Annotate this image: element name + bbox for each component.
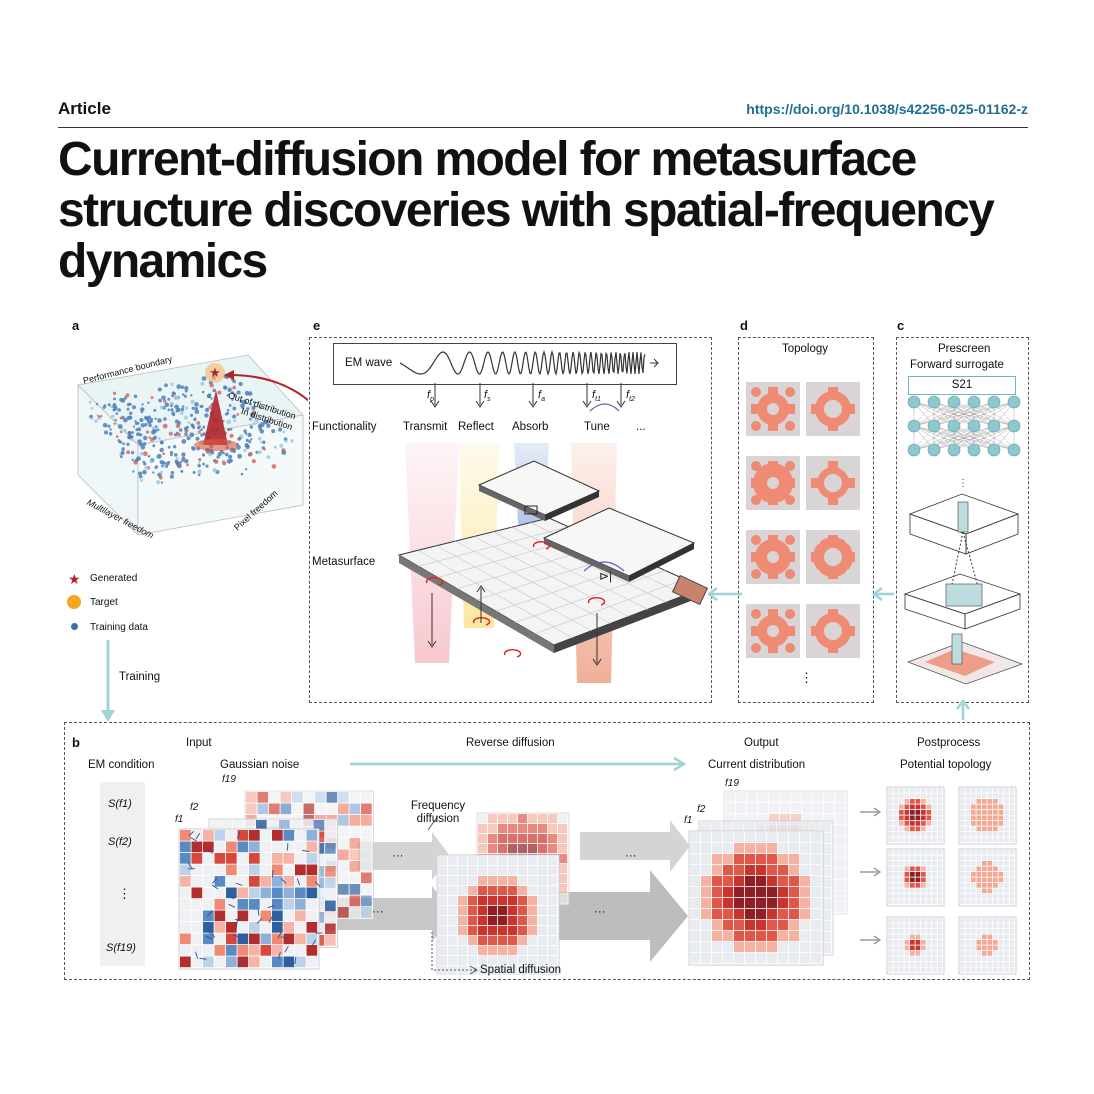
- spatial-diffusion-label: Spatial diffusion: [480, 964, 561, 976]
- functionality-label: Functionality: [312, 421, 377, 433]
- legend-training-data: Training data: [90, 622, 148, 633]
- dots-1: ···: [392, 850, 404, 862]
- metasurface-illustration: ⊳|: [397, 383, 709, 683]
- circle-icon: [67, 595, 81, 609]
- star-icon: ★: [68, 571, 81, 587]
- panel-a-letter: a: [72, 318, 80, 333]
- panel-c-letter: c: [897, 318, 905, 333]
- surrogate-network-diagram: ⋮: [903, 395, 1024, 685]
- em-condition-column: [100, 782, 145, 966]
- training-arrow: [101, 640, 115, 722]
- topology-tiles: [746, 382, 860, 658]
- condition-s-f19: S(f19): [106, 942, 136, 954]
- function-tune: Tune: [584, 421, 610, 433]
- svg-text:⋮: ⋮: [958, 478, 968, 489]
- f2-label: f2: [190, 802, 199, 813]
- paper-title: Current-diffusion model for metasurface …: [58, 133, 995, 288]
- em-wave-box: [333, 343, 677, 385]
- function-reflect: Reflect: [458, 421, 494, 433]
- reverse-diffusion-label: Reverse diffusion: [466, 737, 555, 749]
- panel-b-frame: [64, 722, 1030, 980]
- reverse-diffusion-arrow: [350, 756, 687, 772]
- out-f2-label: f2: [697, 804, 706, 815]
- topology-title: Topology: [782, 343, 829, 355]
- panel-e-frame: [309, 337, 712, 703]
- topology-ellipsis: ⋮: [800, 670, 813, 685]
- function-absorb: Absorb: [512, 421, 549, 433]
- condition-ellipsis: ⋮: [118, 886, 131, 901]
- freq-fs: fs: [484, 389, 491, 404]
- forward-surrogate-label: Forward surrogate: [910, 359, 1004, 371]
- doi-link[interactable]: https://doi.org/10.1038/s42256-025-01162…: [746, 101, 1028, 117]
- panel-d-frame: [738, 337, 874, 703]
- output-label: Output: [744, 737, 779, 749]
- function-more: ...: [636, 421, 646, 433]
- out-f19-label: f19: [725, 778, 739, 789]
- f1-label: f1: [175, 814, 184, 825]
- freq-fa: fa: [538, 389, 545, 404]
- dot-icon: [71, 623, 78, 630]
- em-condition-label: EM condition: [88, 759, 155, 771]
- generated-star-icon: ★: [209, 365, 221, 380]
- panel-b-to-c-arrow: [956, 700, 970, 720]
- diffusion-pipeline: [178, 786, 1017, 975]
- f19-label: f19: [222, 774, 236, 785]
- out-f1-label: f1: [684, 815, 693, 826]
- metasurface-label: Metasurface: [312, 556, 376, 568]
- dots-3: ···: [625, 850, 637, 862]
- input-label: Input: [186, 737, 212, 749]
- legend-generated: Generated: [90, 573, 138, 584]
- freq-fp: fp: [427, 389, 434, 404]
- training-label: Training: [119, 671, 161, 683]
- postprocess-label: Postprocess: [917, 737, 981, 749]
- svg-text:⊳|: ⊳|: [599, 569, 612, 583]
- current-distribution-label: Current distribution: [708, 759, 806, 771]
- header-divider: [58, 127, 1028, 128]
- frequency-diffusion-label: Frequency diffusion: [410, 800, 466, 825]
- dots-2: ···: [372, 906, 384, 918]
- panel-b-letter: b: [72, 735, 80, 750]
- panel-d-letter: d: [740, 318, 748, 333]
- freq-ft2: ft2: [626, 389, 635, 404]
- article-label: Article: [58, 99, 111, 118]
- legend-target: Target: [90, 597, 118, 608]
- em-wave-label: EM wave: [345, 357, 393, 369]
- panel-arrows: [708, 587, 894, 601]
- panel-a-landscape-plot: ★: [77, 354, 308, 536]
- panel-e-letter: e: [313, 318, 321, 333]
- condition-s-f1: S(f1): [108, 798, 132, 810]
- s21-box: S21: [908, 376, 1016, 395]
- gaussian-noise-label: Gaussian noise: [220, 759, 300, 771]
- dots-4: ···: [594, 906, 606, 918]
- function-transmit: Transmit: [403, 421, 448, 433]
- condition-s-f2: S(f2): [108, 836, 132, 848]
- potential-topology-label: Potential topology: [900, 759, 992, 771]
- em-wave-signal: [400, 349, 659, 377]
- freq-ft1: ft1: [592, 389, 601, 404]
- prescreen-label: Prescreen: [938, 343, 991, 355]
